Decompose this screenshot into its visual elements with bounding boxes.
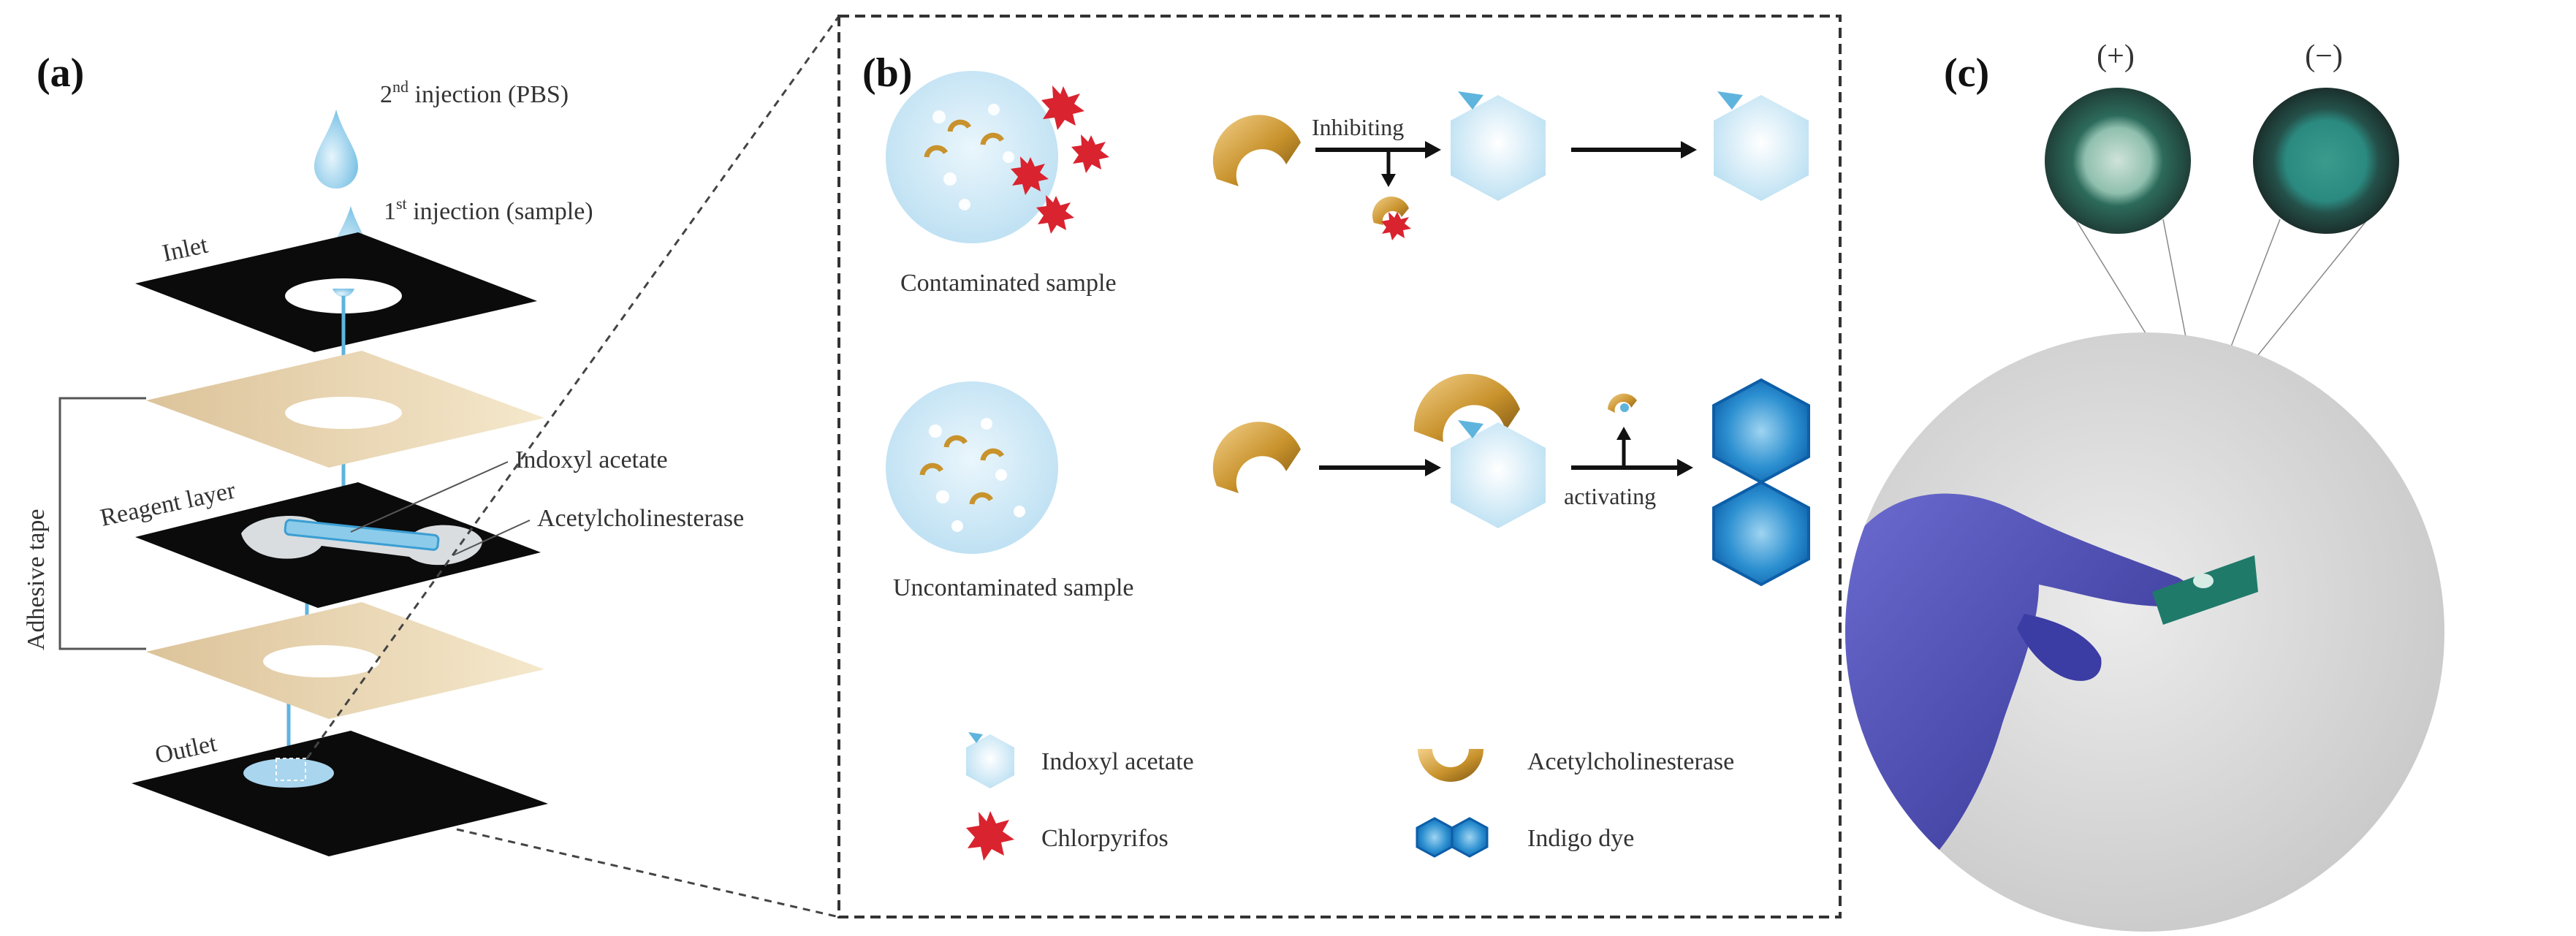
contaminated-sample-label: Contaminated sample [900, 270, 1117, 297]
injection2-text: injection (PBS) [409, 81, 569, 108]
legend-ache-label: Acetylcholinesterase [1527, 748, 1734, 775]
indoxyl-acetate-label: Indoxyl acetate [515, 446, 668, 473]
indoxyl-hex-bottom-tag [1458, 420, 1483, 438]
chlorpyrifos-star-3 [1011, 156, 1049, 195]
uncontaminated-sample-circle [886, 381, 1058, 554]
acetylcholinesterase-label: Acetylcholinesterase [537, 505, 744, 532]
legend-indigo-label: Indigo dye [1527, 825, 1634, 852]
chip-detection-spot [2193, 574, 2214, 588]
negative-label: (−) [2305, 39, 2343, 73]
contaminated-sample-circle [886, 71, 1058, 243]
uncontaminated-particles [919, 418, 1025, 532]
indoxyl-hex-top-2 [1714, 95, 1809, 201]
released-fragment [1620, 403, 1629, 412]
glove-thumb [2017, 614, 2102, 681]
ache-enzyme-bottom [1212, 422, 1301, 493]
legend-indoxyl-tag [968, 732, 983, 743]
chlorpyrifos-star-2 [1071, 134, 1109, 173]
injection2-sup: nd [392, 77, 409, 96]
panel-b: (b) Contaminated sample Inhibiting [837, 15, 1842, 918]
legend-indoxyl-icon [966, 734, 1014, 788]
photo-content [1845, 493, 2258, 899]
inhibiting-label: Inhibiting [1312, 114, 1404, 140]
panel-c-letter: (c) [1944, 50, 1989, 96]
legend-ache-icon [1418, 749, 1483, 782]
injection1-prefix: 1 [384, 198, 396, 225]
pbs-drop-icon [314, 110, 358, 189]
ache-pointer [452, 520, 531, 556]
indoxyl-hex-top-1-tag [1458, 91, 1483, 110]
positive-label: (+) [2097, 39, 2135, 73]
outlet-hole [243, 758, 334, 788]
outlet-label: Outlet [153, 730, 219, 769]
paper-chip [2152, 555, 2258, 625]
indoxyl-hex-bottom [1451, 422, 1546, 528]
legend-chlorpyrifos-label: Chlorpyrifos [1041, 825, 1169, 852]
ache-enzyme-top [1212, 115, 1301, 186]
legend-indigo-icon-2 [1451, 817, 1489, 858]
outlet-layer [132, 731, 548, 856]
inhibited-chlorpyrifos [1381, 212, 1411, 240]
inhibiting-branch-head [1381, 174, 1396, 187]
inhibited-enzyme [1372, 197, 1409, 225]
indoxyl-hex-top-2-tag [1717, 91, 1743, 110]
reagent-channel [284, 519, 440, 551]
arrow-top-2-head [1681, 141, 1697, 159]
ache-enzyme-bound [1413, 373, 1520, 442]
injection1-text: injection (sample) [407, 198, 593, 225]
panel-a-letter: (a) [37, 50, 84, 96]
activating-label: activating [1564, 483, 1656, 509]
outlet-zoom-box [276, 758, 306, 781]
adhesive-tape-label: Adhesive tape [23, 509, 50, 650]
injection2-label: 2nd injection (PBS) [380, 77, 569, 108]
legend-indigo-icon-1 [1416, 817, 1454, 858]
panel-b-letter: (b) [862, 50, 912, 96]
injection2-prefix: 2 [380, 81, 392, 108]
injection1-sup: st [396, 194, 407, 213]
indoxyl-hex-top-1 [1451, 95, 1546, 201]
inhibiting-branch [1370, 148, 1391, 175]
panel-a: (a) 2nd injection (PBS) 1st injection (s… [23, 15, 840, 918]
uncontaminated-sample-label: Uncontaminated sample [893, 574, 1134, 601]
activating-branch-head [1616, 427, 1631, 440]
inhibiting-arrow-head [1425, 141, 1441, 159]
photo-background [1845, 332, 2444, 932]
negative-result-disk [2253, 88, 2399, 234]
arrow-bottom-1-head [1425, 459, 1441, 476]
indoxyl-pointer [350, 461, 509, 533]
released-enzyme [1608, 393, 1637, 413]
zoom-line-bottom [456, 828, 840, 918]
glove-hand [1845, 493, 2191, 899]
indigo-dye-hex-2 [1712, 480, 1810, 587]
chlorpyrifos-star-4 [1036, 195, 1074, 234]
legend-indoxyl-label: Indoxyl acetate [1041, 748, 1194, 775]
panel-c: (c) (+) (−) [1845, 39, 2444, 932]
tape-bottom-hole [263, 645, 380, 677]
activating-arrow-head [1677, 459, 1693, 476]
inlet-label: Inlet [160, 232, 210, 267]
injection1-label: 1st injection (sample) [384, 194, 593, 225]
contaminated-particles [924, 104, 1014, 210]
legend-chlorpyrifos-icon [966, 811, 1014, 861]
inlet-drop-meniscus [333, 289, 354, 297]
adhesive-bracket [58, 397, 146, 650]
chlorpyrifos-star-1 [1041, 85, 1084, 130]
legend: Indoxyl acetate Acetylcholinesterase Chl… [966, 732, 1734, 861]
positive-result-disk [2045, 88, 2191, 234]
tape-top-hole [285, 397, 402, 429]
